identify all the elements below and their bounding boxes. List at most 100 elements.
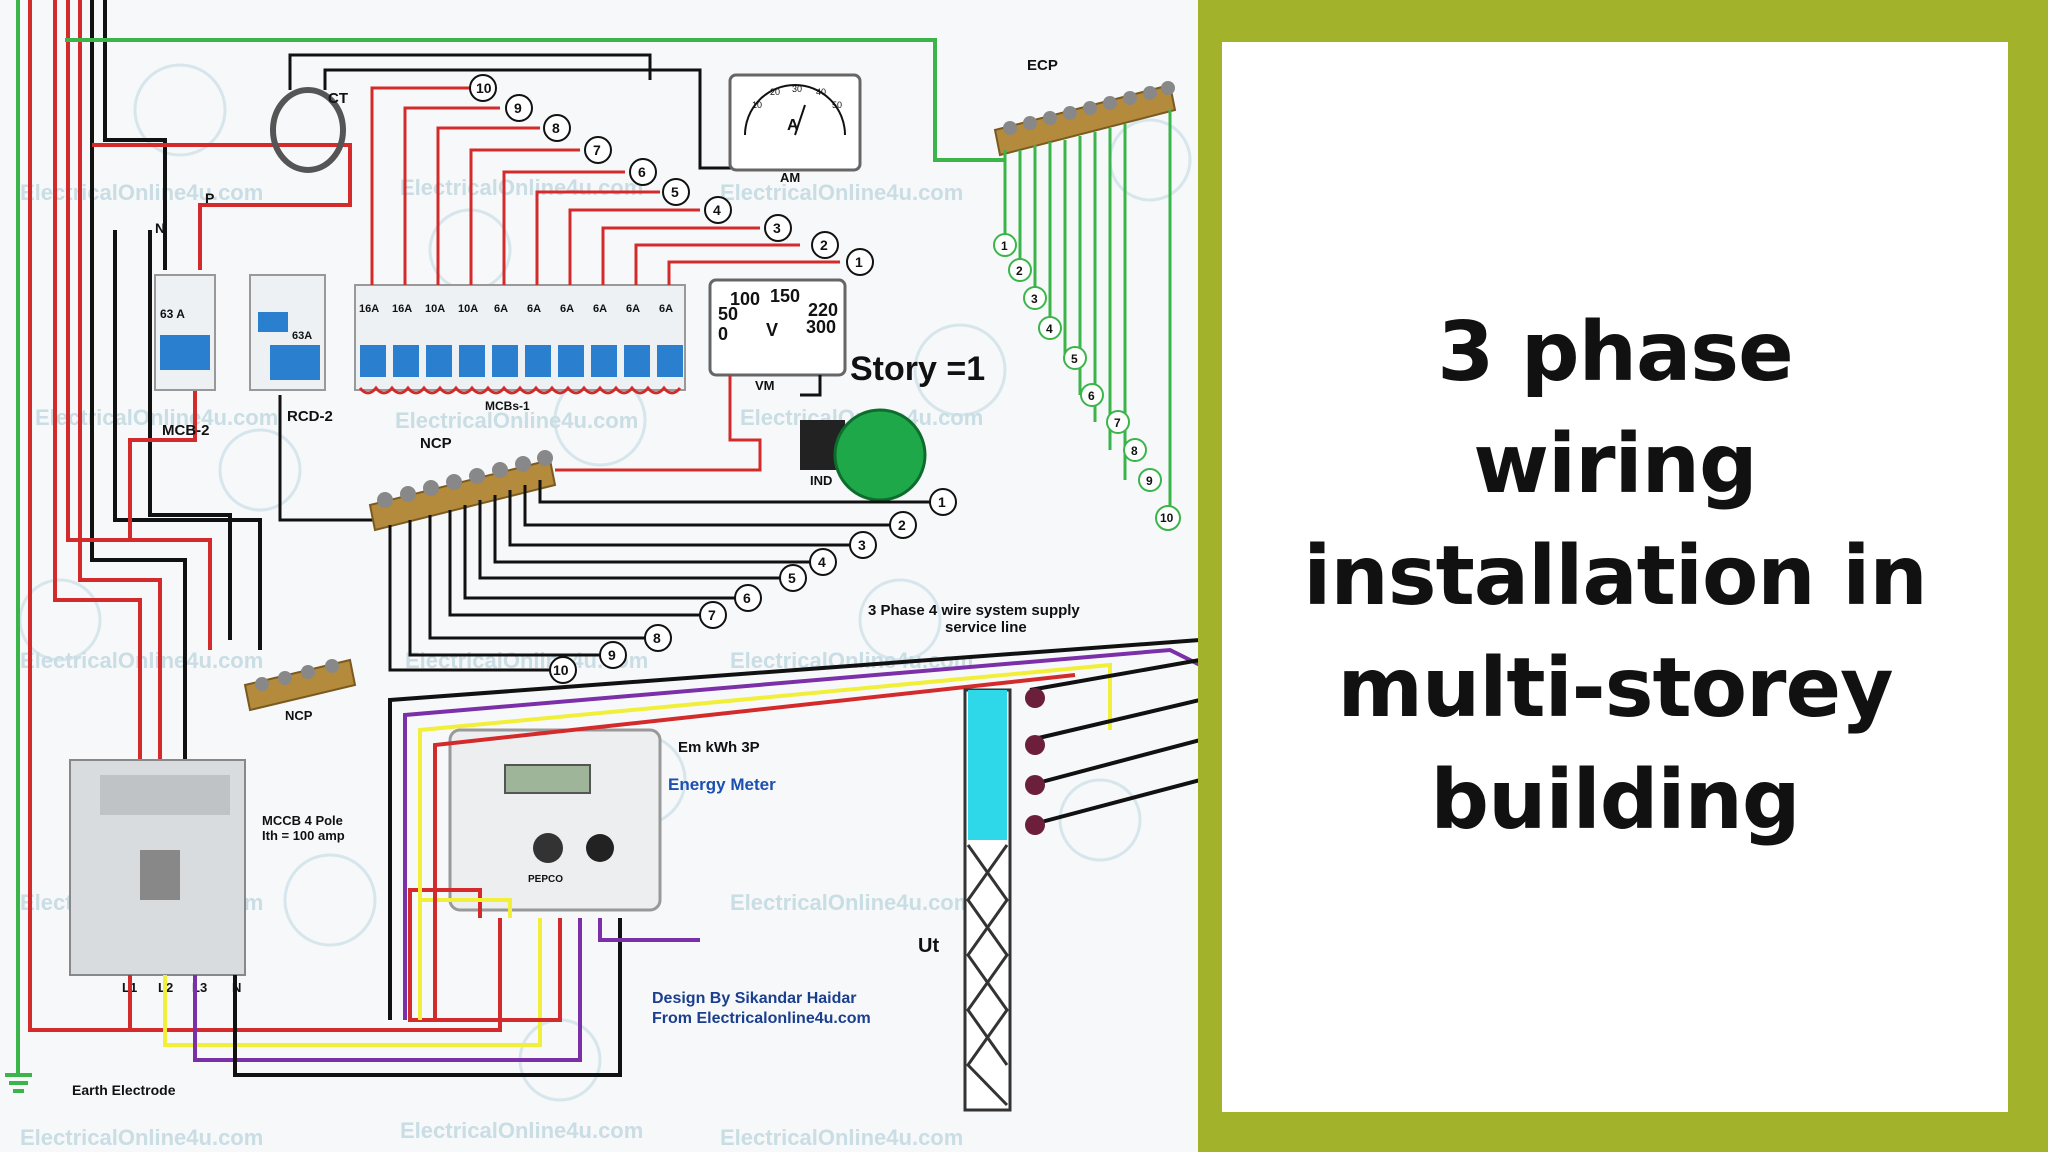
svg-text:300: 300 [806, 317, 836, 337]
wiring-diagram: ElectricalOnline4u.com ElectricalOnline4… [5, 0, 1200, 1150]
circuit-number-marker: 8 [543, 114, 571, 142]
svg-text:63 A: 63 A [160, 307, 185, 321]
svg-text:6A: 6A [626, 303, 640, 315]
svg-text:ECP: ECP [1027, 57, 1058, 74]
svg-text:6A: 6A [659, 303, 673, 315]
svg-text:6: 6 [1088, 389, 1095, 403]
circuit-number-marker: 7 [699, 601, 727, 629]
circuit-markers-mcb: 10 9 8 7 6 5 4 3 2 1 [469, 74, 874, 276]
voltmeter: 100 150 50 220 0 300 V VM [555, 278, 847, 472]
circuit-number-marker: 2 [811, 231, 839, 259]
watermark-text: ElectricalOnline4u.com [400, 1118, 643, 1143]
svg-text:MCB-2: MCB-2 [162, 422, 210, 439]
design-source: From Electricalonline4u.com [652, 1010, 871, 1027]
svg-text:8: 8 [552, 120, 560, 136]
circuit-number-marker: 2 [889, 511, 917, 539]
circuit-number-marker: 5 [1063, 346, 1087, 370]
circuit-number-marker: 10 [549, 656, 577, 684]
svg-text:10: 10 [752, 100, 762, 110]
slide-title: 3 phase wiring installation in multi-sto… [1303, 305, 1927, 848]
svg-text:40: 40 [816, 87, 826, 97]
svg-text:4: 4 [713, 202, 721, 218]
svg-text:1: 1 [855, 254, 863, 270]
watermark-text: ElectricalOnline4u.com [720, 180, 963, 205]
svg-text:AM: AM [780, 170, 800, 185]
svg-text:5: 5 [671, 184, 679, 200]
svg-text:Ith = 100 amp: Ith = 100 amp [262, 828, 345, 843]
watermark-text: ElectricalOnline4u.com [395, 408, 638, 433]
story-label: Story =1 [850, 350, 985, 388]
circuit-number-marker: 4 [704, 196, 732, 224]
svg-text:10: 10 [1160, 511, 1174, 525]
svg-text:7: 7 [708, 607, 716, 623]
svg-text:6A: 6A [494, 303, 508, 315]
svg-text:5: 5 [788, 570, 796, 586]
svg-text:CT: CT [328, 90, 348, 107]
mcbs-1-group: 16A 16A 10A 10A 6A 6A 6A 6A 6A 6A MCBs-1 [354, 86, 840, 413]
svg-text:2: 2 [820, 237, 828, 253]
svg-text:6A: 6A [593, 303, 607, 315]
circuit-number-marker: 6 [629, 158, 657, 186]
svg-text:220: 220 [808, 300, 838, 320]
svg-text:50: 50 [832, 100, 842, 110]
svg-text:100: 100 [730, 289, 760, 309]
svg-text:10: 10 [553, 662, 569, 678]
svg-text:10: 10 [476, 80, 492, 96]
svg-text:8: 8 [1131, 444, 1138, 458]
watermark-text: ElectricalOnline4u.com [20, 180, 263, 205]
svg-text:1: 1 [938, 494, 946, 510]
svg-text:VM: VM [755, 378, 775, 393]
earth-electrode [5, 1073, 32, 1093]
circuit-number-marker: 9 [505, 94, 533, 122]
svg-text:6A: 6A [560, 303, 574, 315]
ncp-bottom: NCP [243, 658, 357, 723]
circuit-number-marker: 9 [599, 641, 627, 669]
svg-text:N: N [155, 220, 165, 236]
svg-text:A: A [787, 117, 799, 134]
svg-text:NCP: NCP [285, 708, 313, 723]
svg-text:150: 150 [770, 286, 800, 306]
svg-text:2: 2 [898, 517, 906, 533]
circuit-number-marker: 1 [929, 488, 957, 516]
watermark-text: ElectricalOnline4u.com [20, 1125, 263, 1150]
circuit-number-marker: 8 [1123, 438, 1147, 462]
circuit-number-marker: 7 [584, 136, 612, 164]
svg-text:6: 6 [743, 590, 751, 606]
svg-text:7: 7 [593, 142, 601, 158]
circuit-number-marker: 4 [1038, 316, 1062, 340]
mcb-2: 63 A MCB-2 P N [154, 190, 216, 439]
mccb-to-meter-wires [128, 918, 622, 1077]
utility-pole: Ut [918, 688, 1045, 1112]
svg-text:1: 1 [1001, 239, 1008, 253]
svg-text:4: 4 [1046, 322, 1053, 336]
circuit-number-marker: 10 [1155, 505, 1181, 531]
service-line-label: service line [945, 619, 1027, 636]
supply-line-label: 3 Phase 4 wire system supply [868, 602, 1080, 619]
svg-text:3: 3 [1031, 292, 1038, 306]
circuit-number-marker: 5 [779, 564, 807, 592]
svg-text:7: 7 [1114, 416, 1121, 430]
svg-text:10A: 10A [458, 303, 478, 315]
svg-text:6A: 6A [527, 303, 541, 315]
svg-text:Energy Meter: Energy Meter [668, 775, 776, 794]
svg-text:20: 20 [770, 87, 780, 97]
svg-text:50: 50 [718, 304, 738, 324]
mccb: MCCB 4 Pole Ith = 100 amp L1 L2 L3 N [69, 759, 345, 995]
earth-electrode-label: Earth Electrode [72, 1082, 176, 1098]
svg-text:4: 4 [818, 554, 826, 570]
svg-text:5: 5 [1071, 352, 1078, 366]
circuit-number-marker: 3 [764, 214, 792, 242]
svg-text:9: 9 [608, 647, 616, 663]
ammeter: A 20 30 40 10 50 AM [728, 73, 862, 185]
circuit-number-marker: 1 [993, 233, 1017, 257]
svg-text:3: 3 [773, 220, 781, 236]
circuit-number-marker: 5 [662, 178, 690, 206]
svg-text:Em kWh 3P: Em kWh 3P [678, 739, 760, 756]
svg-text:MCCB 4 Pole: MCCB 4 Pole [262, 813, 343, 828]
svg-text:0: 0 [718, 324, 728, 344]
indicator-lamp: IND [800, 408, 927, 502]
supply-lines [388, 638, 1200, 1020]
svg-text:16A: 16A [359, 303, 379, 315]
rcd-2: 63A RCD-2 [249, 274, 395, 522]
svg-text:3: 3 [858, 537, 866, 553]
